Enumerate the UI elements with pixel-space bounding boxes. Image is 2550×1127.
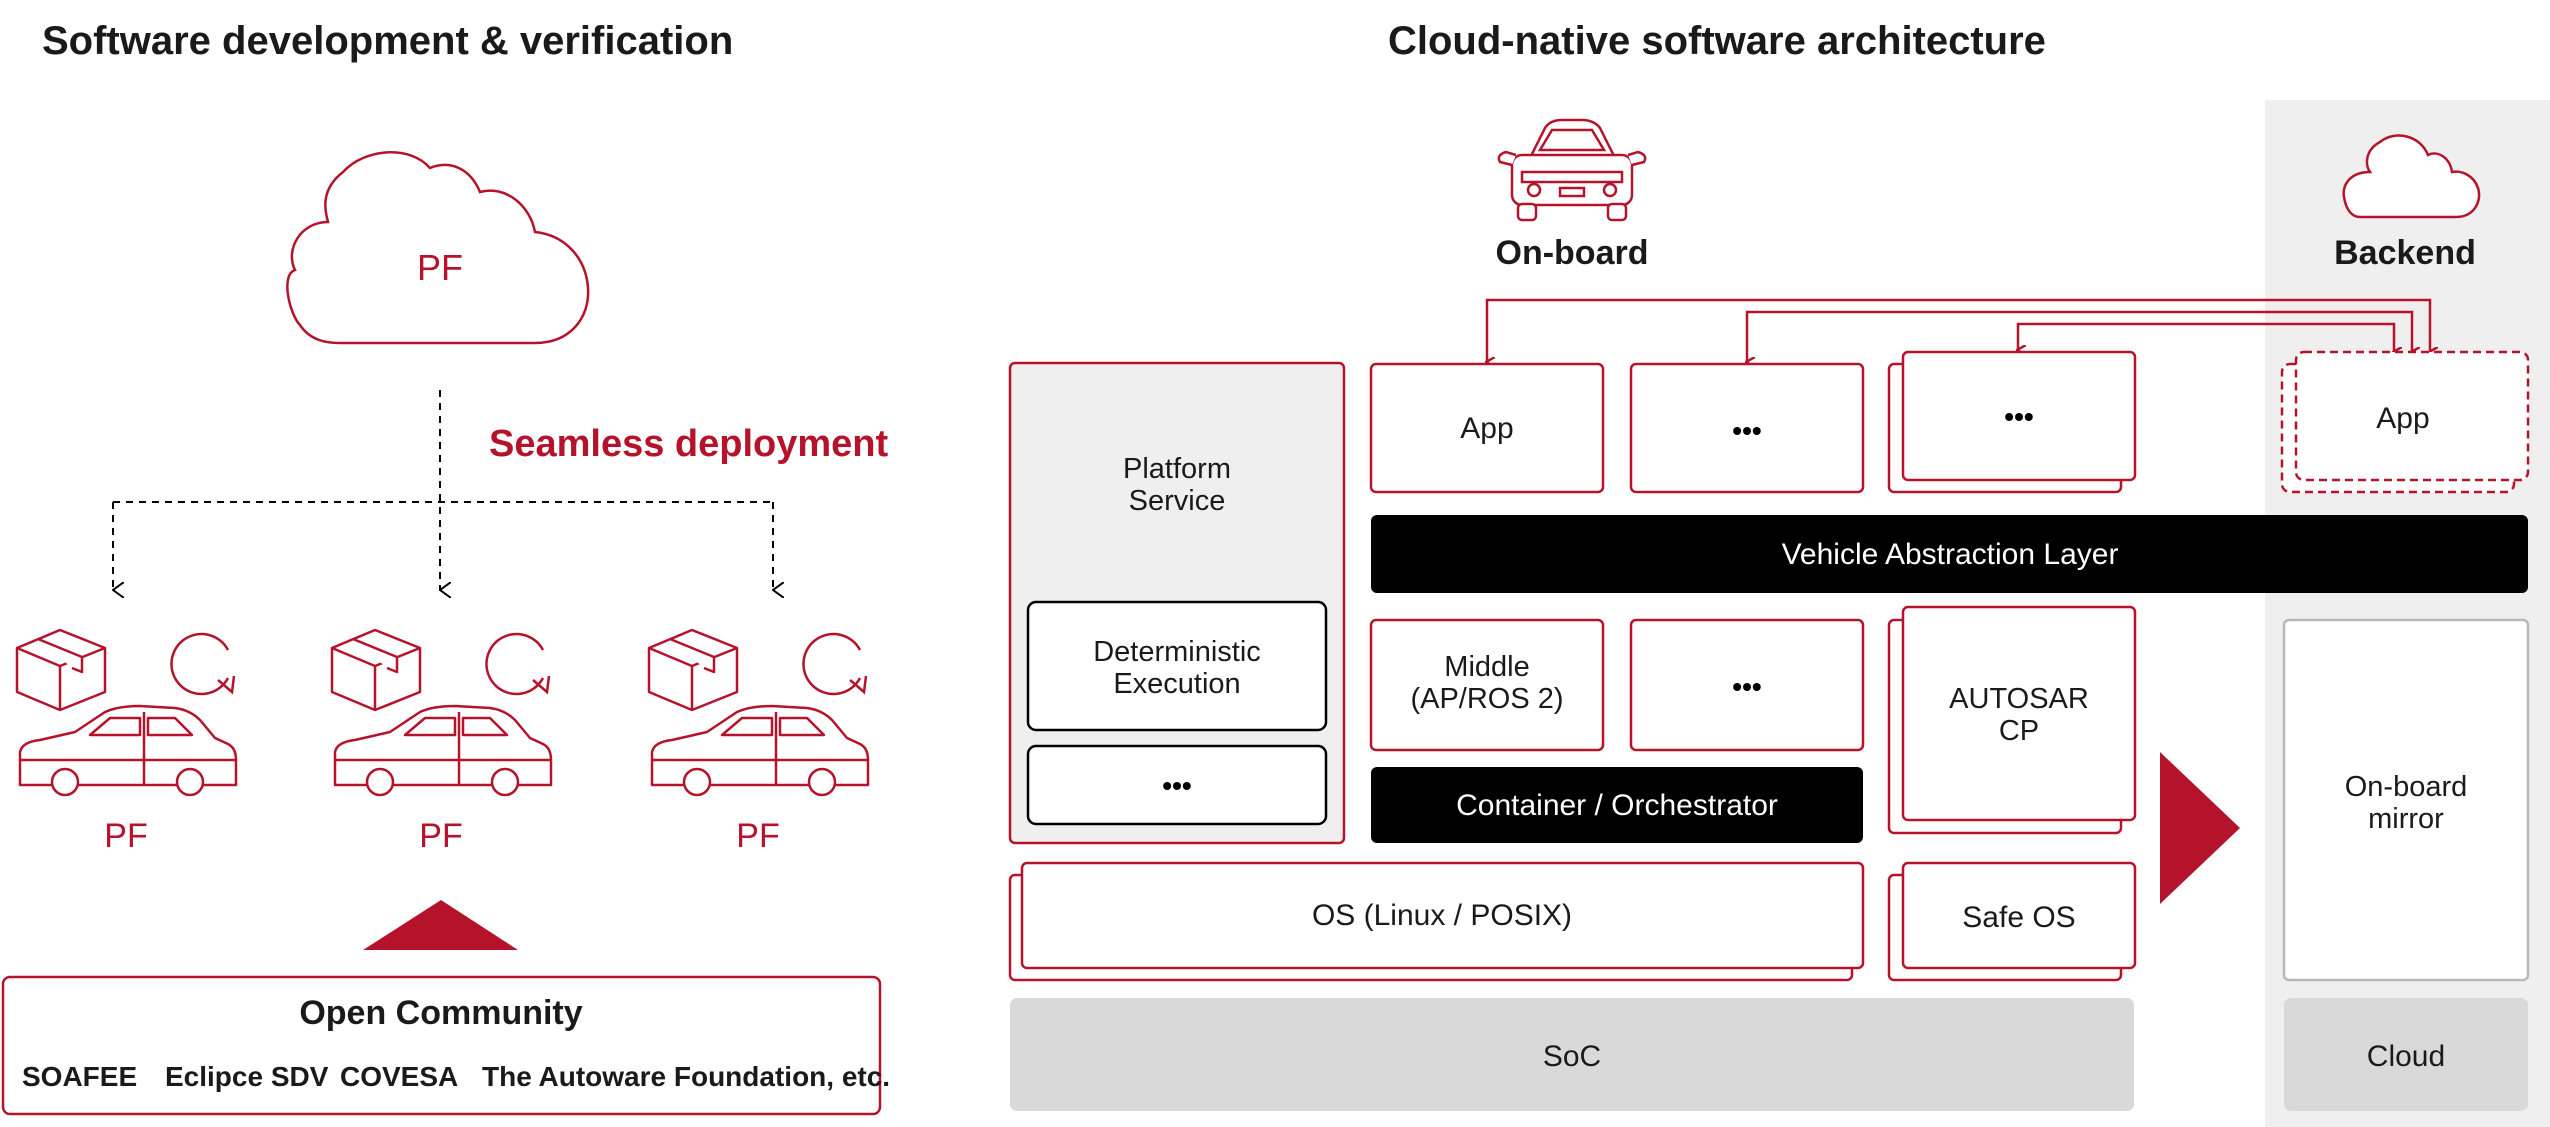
- os-label: OS (Linux / POSIX): [1312, 899, 1572, 932]
- car-pf-label: PF: [419, 817, 462, 855]
- deterministic-label-1: Deterministic: [1093, 636, 1261, 668]
- seamless-deployment-label: Seamless deployment: [489, 423, 889, 465]
- platform-service-label-1: Platform: [1123, 453, 1231, 485]
- middle-ellipsis: •••: [1732, 671, 1761, 702]
- open-community-title: Open Community: [299, 994, 582, 1032]
- community-member-autoware: The Autoware Foundation, etc.: [482, 1061, 890, 1092]
- autosar-label-1: AUTOSAR: [1949, 683, 2089, 715]
- backend-app-label: App: [2376, 402, 2429, 435]
- container-orchestrator: [1371, 767, 1863, 843]
- autosar-label-2: CP: [1999, 715, 2039, 747]
- app-row: App ••• •••: [1369, 350, 2137, 494]
- mirror-label-1: On-board: [2345, 771, 2468, 803]
- onboard-label: On-board: [1496, 234, 1649, 272]
- soc-label: SoC: [1543, 1040, 1601, 1073]
- os-row: OS (Linux / POSIX) Safe OS: [1008, 861, 2137, 982]
- vehicle-abstraction-layer: [1371, 515, 2528, 593]
- community-up-triangle: [363, 900, 518, 950]
- backend-cloud-icon: [2342, 134, 2481, 219]
- app-label: App: [1460, 412, 1513, 445]
- car-icon: [650, 704, 870, 797]
- app-ellipsis-1: •••: [1732, 415, 1761, 446]
- soc-block: [1010, 998, 2134, 1111]
- car-pf-label: PF: [104, 817, 147, 855]
- deployed-car-group: PF: [330, 628, 553, 855]
- middle-label-2: (AP/ROS 2): [1410, 683, 1563, 715]
- backend-app: [2280, 350, 2530, 494]
- middle-label-1: Middle: [1444, 651, 1529, 683]
- deployed-car-group: PF: [647, 628, 870, 855]
- open-community-box: Open Community SOAFEE Eclipce SDV COVESA…: [1, 975, 890, 1116]
- refresh-icon: [170, 632, 236, 696]
- car-pf-label: PF: [736, 817, 779, 855]
- package-icon: [15, 628, 107, 712]
- onboard-car-icon: [1497, 118, 1647, 222]
- onboard-mirror: [2282, 618, 2530, 982]
- mirror-label-2: mirror: [2368, 803, 2444, 835]
- cloud-icon: [286, 151, 590, 345]
- car-icon: [333, 704, 553, 797]
- deterministic-label-2: Execution: [1113, 668, 1240, 700]
- backend-label: Backend: [2334, 234, 2476, 272]
- community-member-covesa: COVESA: [340, 1061, 458, 1092]
- val-label: Vehicle Abstraction Layer: [1782, 538, 2119, 571]
- community-member-soafee: SOAFEE: [22, 1061, 137, 1092]
- mirror-arrow-triangle: [2160, 752, 2240, 904]
- community-member-eclipse-sdv: Eclipce SDV: [165, 1061, 329, 1092]
- platform-ellipsis: •••: [1162, 770, 1191, 801]
- sync-arrows: [1487, 298, 2430, 362]
- safe-os-label: Safe OS: [1962, 901, 2075, 934]
- platform-service-column: Platform Service Deterministic Execution…: [1008, 361, 1346, 845]
- cloud-block: [2284, 998, 2528, 1111]
- app-ellipsis-2: •••: [2004, 401, 2033, 432]
- car-icon: [18, 704, 238, 797]
- middleware-row: Middle (AP/ROS 2) ••• AUTOSAR CP: [1369, 605, 2137, 835]
- package-icon: [330, 628, 422, 712]
- cloud-pf-label: PF: [417, 247, 463, 288]
- refresh-icon: [485, 632, 551, 696]
- platform-service-label-2: Service: [1129, 485, 1226, 517]
- deployed-car-group: PF: [15, 628, 238, 855]
- left-title: Software development & verification: [42, 19, 733, 63]
- container-label: Container / Orchestrator: [1456, 789, 1778, 822]
- refresh-icon: [802, 632, 868, 696]
- deployment-arrows: [112, 390, 773, 590]
- cloud-pf: PF: [286, 151, 590, 345]
- cloud-block-label: Cloud: [2367, 1040, 2445, 1073]
- right-title: Cloud-native software architecture: [1388, 19, 2046, 63]
- package-icon: [647, 628, 739, 712]
